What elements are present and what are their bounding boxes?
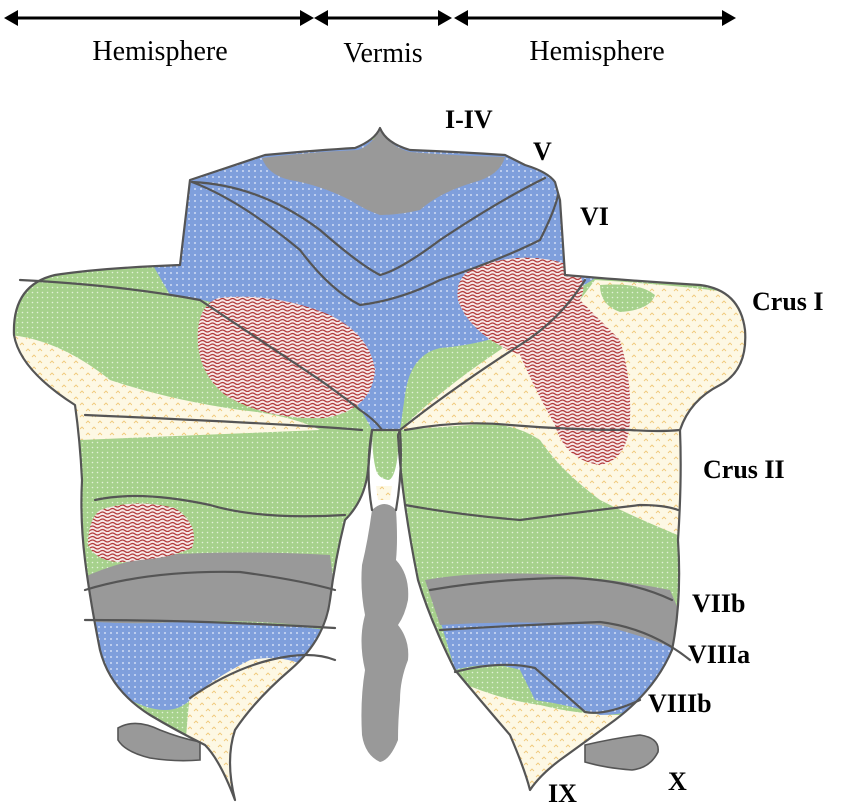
label-ix: IX xyxy=(548,779,577,808)
header-left-hemisphere: Hemisphere xyxy=(92,36,227,67)
vermis-lower-gray xyxy=(361,504,408,762)
label-viib: VIIb xyxy=(692,589,745,618)
header-arrows xyxy=(4,10,736,26)
header-right-hemisphere: Hemisphere xyxy=(529,36,664,67)
label-crus-ii: Crus II xyxy=(703,455,785,484)
vermis-yellow-spot xyxy=(376,486,392,500)
label-v: V xyxy=(533,137,552,166)
flocculus-right-gray xyxy=(585,735,658,770)
label-i-iv: I-IV xyxy=(445,105,493,134)
red-left-viia-region xyxy=(88,503,194,562)
vermis-green-strip xyxy=(372,430,400,480)
label-x: X xyxy=(668,767,687,796)
label-crus-i: Crus I xyxy=(752,287,824,316)
header-vermis: Vermis xyxy=(343,38,422,69)
label-viiib: VIIIb xyxy=(648,689,712,718)
label-viiia: VIIIa xyxy=(688,640,750,669)
label-vi: VI xyxy=(580,202,609,231)
